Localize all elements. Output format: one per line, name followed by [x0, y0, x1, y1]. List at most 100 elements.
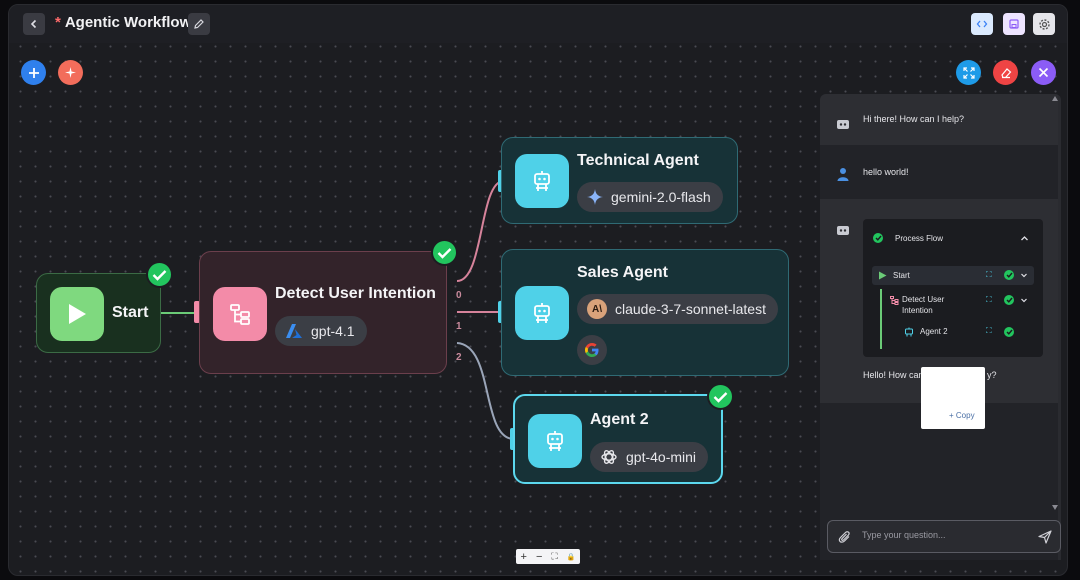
sales-agent-node[interactable]: Sales Agent A\ claude-3-7-sonnet-latest	[501, 249, 789, 376]
process-flow-card: Process Flow Start ⛶ Detect User Intenti…	[863, 219, 1043, 357]
step-check-icon	[1004, 270, 1014, 280]
agent-2-node[interactable]: Agent 2 gpt-4o-mini	[513, 394, 723, 484]
clear-chat-button[interactable]	[993, 60, 1018, 85]
start-node-title: Start	[112, 304, 149, 321]
agent2-model-label: gpt-4o-mini	[626, 449, 697, 465]
settings-button[interactable]	[1033, 13, 1055, 35]
gear-icon	[1038, 18, 1050, 30]
edit-title-button[interactable]	[188, 13, 210, 35]
back-button[interactable]	[23, 13, 45, 35]
agent2-complete-check-icon	[707, 383, 734, 410]
step-check-icon	[1004, 295, 1014, 305]
copy-label: Copy	[955, 411, 975, 420]
chat-message-text: hello world!	[863, 167, 909, 177]
auto-layout-button[interactable]	[58, 60, 83, 85]
start-node[interactable]: Start	[36, 273, 161, 353]
chat-message-bot: Hi there! How can I help?	[820, 94, 1058, 145]
flow-step-label: Agent 2	[920, 327, 948, 336]
copy-popup: + Copy	[921, 367, 985, 429]
flow-step-detect[interactable]: Detect User Intention ⛶	[888, 292, 1034, 318]
technical-node-title: Technical Agent	[577, 152, 699, 169]
paperclip-icon[interactable]	[838, 530, 852, 544]
bot-avatar-icon	[836, 223, 850, 237]
gemini-icon	[587, 189, 603, 205]
anthropic-icon: A\	[587, 299, 607, 319]
chevron-down-icon[interactable]	[1020, 296, 1028, 304]
flow-step-start[interactable]: Start ⛶	[872, 266, 1034, 285]
user-avatar-icon	[836, 167, 850, 181]
save-icon	[1009, 19, 1019, 29]
chat-input-box	[827, 520, 1061, 553]
chat-message-user: hello world!	[820, 145, 1058, 199]
fit-view-button[interactable]: ⛶	[551, 551, 558, 561]
edge-detect-agent2	[456, 342, 514, 440]
save-button[interactable]	[1003, 13, 1025, 35]
zoom-controls: + − ⛶ 🔒	[516, 549, 580, 564]
start-complete-check-icon	[146, 261, 173, 288]
sales-node-title: Sales Agent	[577, 264, 668, 281]
chevron-left-icon	[30, 19, 37, 29]
page-title: *Agentic Workflow	[55, 14, 191, 31]
flow-tree-line	[880, 289, 882, 349]
flow-step-label: Start	[893, 271, 910, 280]
close-chat-button[interactable]	[1031, 60, 1056, 85]
code-view-button[interactable]	[971, 13, 993, 35]
chat-panel: Hi there! How can I help? hello world! H…	[820, 94, 1061, 560]
robot-icon	[528, 414, 582, 468]
copy-button[interactable]: + Copy	[949, 411, 975, 420]
google-icon	[585, 343, 599, 357]
process-flow-title: Process Flow	[895, 234, 944, 243]
top-bar: *Agentic Workflow	[9, 5, 1067, 43]
agent2-model-pill[interactable]: gpt-4o-mini	[590, 442, 709, 472]
zoom-in-button[interactable]: +	[520, 550, 527, 563]
expand-chat-button[interactable]	[956, 60, 981, 85]
technical-agent-node[interactable]: Technical Agent gemini-2.0-flash	[501, 137, 738, 224]
agent2-node-title: Agent 2	[590, 411, 649, 428]
expand-icon	[962, 66, 975, 79]
flow-step-label: Detect User Intention	[902, 295, 945, 315]
route-label-2: 2	[456, 352, 462, 363]
plus-icon: +	[949, 411, 956, 420]
fullscreen-icon[interactable]: ⛶	[986, 295, 992, 304]
send-icon[interactable]	[1038, 530, 1052, 544]
route-label-1: 1	[456, 321, 462, 332]
sales-model-label: claude-3-7-sonnet-latest	[615, 301, 766, 317]
flow-step-agent2[interactable]: Agent 2 ⛶	[902, 325, 1034, 341]
robot-icon	[515, 286, 569, 340]
zoom-out-button[interactable]: −	[535, 550, 543, 563]
workflow-canvas[interactable]: *Agentic Workflow	[8, 4, 1068, 576]
technical-model-pill[interactable]: gemini-2.0-flash	[577, 182, 723, 212]
bot-avatar-icon	[836, 117, 850, 131]
branch-icon	[213, 287, 267, 341]
detect-node-title: Detect User Intention	[275, 285, 436, 302]
workflow-title: Agentic Workflow	[64, 14, 192, 31]
chevron-down-icon[interactable]	[1020, 271, 1028, 279]
reply-text-end: y?	[987, 370, 997, 380]
detect-complete-check-icon	[431, 239, 458, 266]
openai-icon	[601, 450, 617, 464]
detect-input-handle[interactable]	[194, 301, 200, 323]
scroll-down-icon[interactable]	[1052, 505, 1058, 510]
pencil-icon	[194, 19, 204, 29]
chat-question-input[interactable]	[862, 530, 1032, 540]
add-node-button[interactable]	[21, 60, 46, 85]
detect-model-pill[interactable]: gpt-4.1	[275, 316, 367, 346]
route-label-0: 0	[456, 290, 462, 301]
branch-icon	[890, 296, 899, 305]
flow-complete-check-icon	[873, 233, 883, 243]
chevron-up-icon[interactable]	[1020, 234, 1029, 243]
edges-layer	[161, 180, 514, 440]
close-icon	[1038, 67, 1049, 78]
scroll-up-icon[interactable]	[1052, 96, 1058, 101]
play-icon	[879, 271, 887, 280]
unsaved-marker: *	[55, 14, 61, 31]
google-tool-badge[interactable]	[577, 335, 607, 365]
detect-intention-node[interactable]: Detect User Intention gpt-4.1	[199, 251, 447, 374]
fullscreen-icon[interactable]: ⛶	[986, 270, 992, 279]
azure-icon	[286, 324, 302, 338]
robot-icon	[905, 327, 913, 337]
fullscreen-icon[interactable]: ⛶	[986, 326, 992, 335]
sales-model-pill[interactable]: A\ claude-3-7-sonnet-latest	[577, 294, 778, 324]
lock-button[interactable]: 🔒	[566, 553, 576, 561]
chat-scrollbar[interactable]	[1058, 94, 1061, 560]
